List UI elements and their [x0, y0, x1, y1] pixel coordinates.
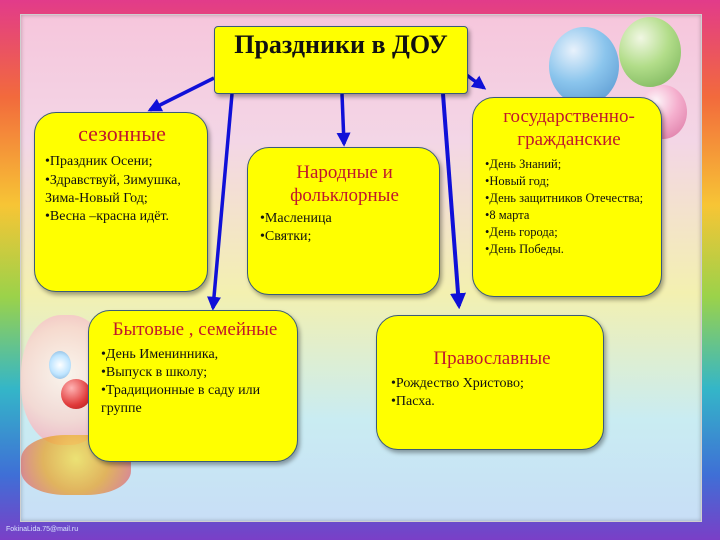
- list-item: Выпуск в школу;: [101, 364, 289, 382]
- category-list-civic: День Знаний; Новый год; День защитников …: [485, 156, 653, 258]
- list-item: День защитников Отечества;: [485, 190, 653, 207]
- arrow-to-family: [207, 93, 234, 311]
- category-box-folk: Народные и фольклорные Масленица Святки;: [247, 147, 440, 295]
- list-item: Рождество Христово;: [391, 375, 593, 393]
- clown-nose-decoration: [61, 379, 91, 409]
- list-item: Традиционные в саду или группе: [101, 382, 289, 418]
- list-item: День Именинника,: [101, 346, 289, 364]
- arrow-to-seasonal: [147, 76, 215, 112]
- list-item: День города;: [485, 224, 653, 241]
- category-heading-orthodox: Православные: [433, 348, 551, 369]
- list-item: Масленица: [260, 210, 429, 228]
- category-box-seasonal: сезонные Праздник Осени; Здравствуй, Зим…: [34, 112, 208, 292]
- category-list-family: День Именинника, Выпуск в школу; Традици…: [101, 346, 289, 419]
- category-list-folk: Масленица Святки;: [260, 210, 429, 246]
- list-item: Пасха.: [391, 393, 593, 411]
- list-item: День Победы.: [485, 241, 653, 258]
- category-box-family: Бытовые , семейные День Именинника, Выпу…: [88, 310, 298, 462]
- category-heading-seasonal: сезонные: [78, 121, 166, 146]
- list-item: День Знаний;: [485, 156, 653, 173]
- balloon-blue-decoration: [549, 27, 619, 105]
- list-item: 8 марта: [485, 207, 653, 224]
- list-item: Святки;: [260, 228, 429, 246]
- category-list-orthodox: Рождество Христово; Пасха.: [391, 375, 593, 411]
- diagram-title: Праздники в ДОУ: [234, 30, 448, 59]
- category-box-civic: государственно-гражданские День Знаний; …: [472, 97, 662, 297]
- category-heading-folk: Народные и фольклорные: [290, 162, 399, 206]
- title-box: Праздники в ДОУ: [214, 26, 468, 94]
- clown-eye-decoration: [49, 351, 71, 379]
- list-item: Весна –красна идёт.: [45, 208, 199, 226]
- balloon-green-decoration: [619, 17, 681, 87]
- list-item: Здравствуй, Зимушка, Зима-Новый Год;: [45, 172, 199, 208]
- arrow-to-folk: [336, 93, 351, 147]
- category-heading-family: Бытовые , семейные: [112, 319, 278, 340]
- footer-credit: FokinaLida.75@mail.ru: [6, 526, 79, 533]
- list-item: Праздник Осени;: [45, 153, 199, 171]
- arrow-to-orthodox: [441, 93, 467, 310]
- category-list-seasonal: Праздник Осени; Здравствуй, Зимушка, Зим…: [45, 153, 199, 226]
- list-item: Новый год;: [485, 173, 653, 190]
- category-heading-civic: государственно-гражданские: [503, 106, 635, 150]
- category-box-orthodox: Православные Рождество Христово; Пасха.: [376, 315, 604, 450]
